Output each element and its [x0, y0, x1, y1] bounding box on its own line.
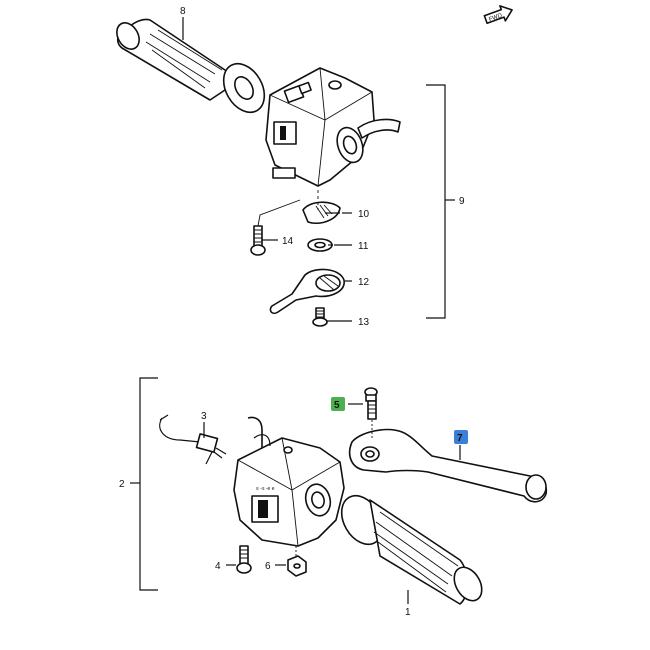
highlight-7 — [454, 430, 468, 444]
upper-switch-housing — [265, 67, 401, 187]
screw-14 — [250, 225, 266, 256]
highlight-5 — [331, 397, 345, 411]
part-label-10-text: 10 — [358, 209, 370, 220]
part-label-7: 7 — [457, 433, 463, 444]
part-label-3: 3 — [201, 411, 207, 422]
part-label-12: 12 — [358, 277, 370, 288]
switch-piece-10 — [302, 201, 341, 224]
part-label-9: 9 — [459, 196, 465, 207]
nut-6 — [287, 555, 307, 577]
part-label-14: 14 — [282, 236, 294, 247]
svg-text:≡ -s -e e: ≡ -s -e e — [256, 486, 275, 492]
left-grip — [116, 18, 266, 114]
part-label-13: 13 — [358, 317, 370, 328]
right-grip — [340, 494, 483, 605]
screw-4 — [236, 545, 252, 574]
part-label-11: 11 — [358, 241, 369, 252]
part-label-5: 5 — [334, 400, 340, 411]
part-label-8: 8 — [180, 6, 186, 17]
part-label-1: 1 — [405, 607, 411, 618]
part-label-2: 2 — [119, 479, 125, 490]
part-label-6: 6 — [265, 561, 271, 572]
bolt-5 — [364, 387, 378, 420]
washer-11 — [307, 238, 333, 252]
fwd-label: FWD — [488, 13, 504, 24]
brake-lever-7 — [348, 428, 548, 503]
wire-connector-3 — [159, 414, 227, 465]
screw-13 — [312, 307, 328, 327]
lever-piece-12 — [269, 268, 345, 315]
part-label-4: 4 — [215, 561, 221, 572]
lower-switch-housing: ≡ -s -e e — [233, 416, 345, 547]
fwd-arrow-icon: FWD — [483, 5, 513, 25]
